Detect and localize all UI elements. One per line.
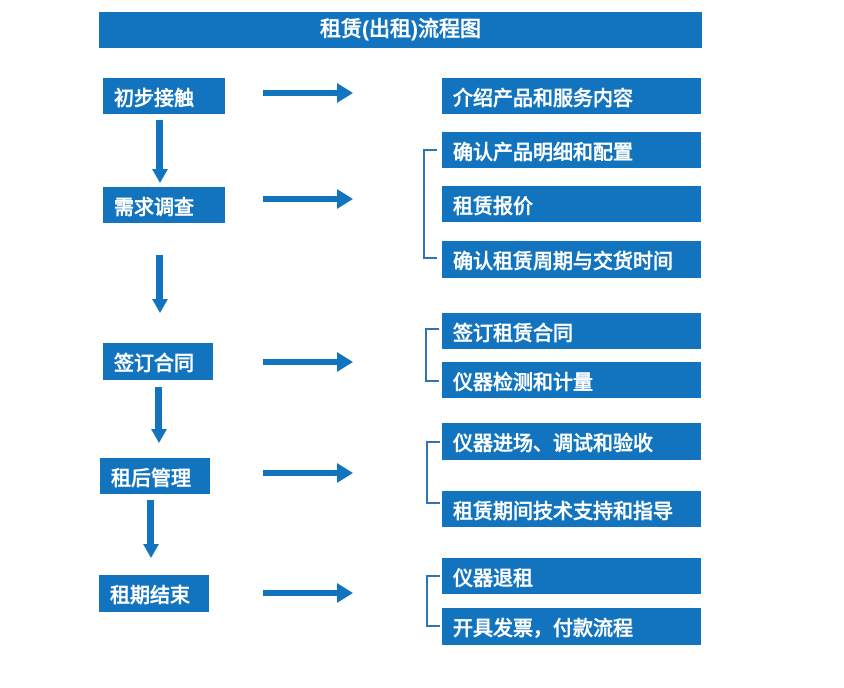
target-box-sign-rental-contract: 签订租赁合同 bbox=[442, 313, 701, 349]
bracket-group-demand-survey bbox=[423, 149, 437, 259]
arrow-right-icon-2 bbox=[263, 189, 353, 209]
bracket-group-post-rental bbox=[426, 441, 440, 504]
target-box-intro-products: 介绍产品和服务内容 bbox=[442, 78, 701, 114]
arrow-right-icon-4 bbox=[263, 463, 353, 483]
step-box-demand-survey: 需求调查 bbox=[103, 187, 225, 223]
target-box-confirm-details: 确认产品明细和配置 bbox=[442, 132, 701, 168]
arrow-right-icon-5 bbox=[263, 583, 353, 603]
arrow-right-icon-1 bbox=[263, 83, 353, 103]
arrow-down-icon-2 bbox=[152, 255, 168, 313]
step-box-initial-contact: 初步接触 bbox=[103, 78, 225, 114]
arrow-down-icon-4 bbox=[143, 500, 159, 558]
target-box-confirm-period: 确认租赁周期与交货时间 bbox=[442, 241, 701, 278]
step-box-sign-contract: 签订合同 bbox=[103, 343, 213, 380]
target-box-instrument-arrival: 仪器进场、调试和验收 bbox=[442, 423, 701, 460]
arrow-down-icon-3 bbox=[151, 387, 167, 443]
arrow-down-icon-1 bbox=[152, 120, 168, 183]
target-box-rental-quote: 租赁报价 bbox=[442, 186, 701, 222]
step-box-post-rental: 租后管理 bbox=[100, 458, 210, 494]
flowchart-title: 租赁(出租)流程图 bbox=[99, 12, 702, 48]
bracket-group-sign-contract bbox=[425, 328, 439, 382]
target-box-invoice-payment: 开具发票，付款流程 bbox=[442, 608, 701, 645]
target-box-tech-support: 租赁期间技术支持和指导 bbox=[442, 491, 701, 527]
target-box-instrument-return: 仪器退租 bbox=[442, 558, 701, 594]
bracket-group-rental-end bbox=[426, 575, 440, 627]
step-box-rental-end: 租期结束 bbox=[99, 575, 209, 612]
target-box-instrument-testing: 仪器检测和计量 bbox=[442, 362, 701, 398]
arrow-right-icon-3 bbox=[263, 352, 353, 372]
